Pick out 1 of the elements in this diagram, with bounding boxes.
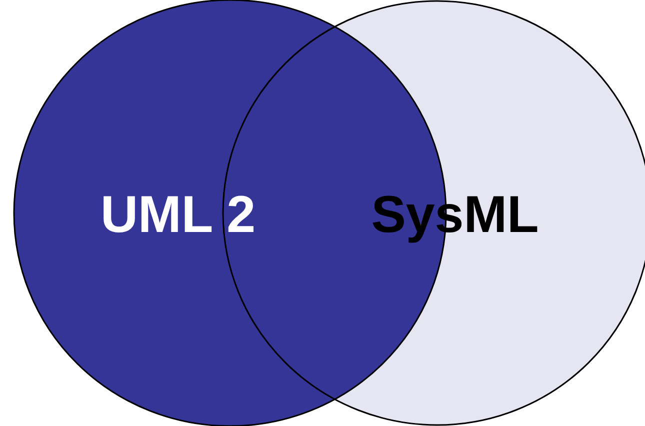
circle-label: UML 2	[100, 189, 256, 241]
